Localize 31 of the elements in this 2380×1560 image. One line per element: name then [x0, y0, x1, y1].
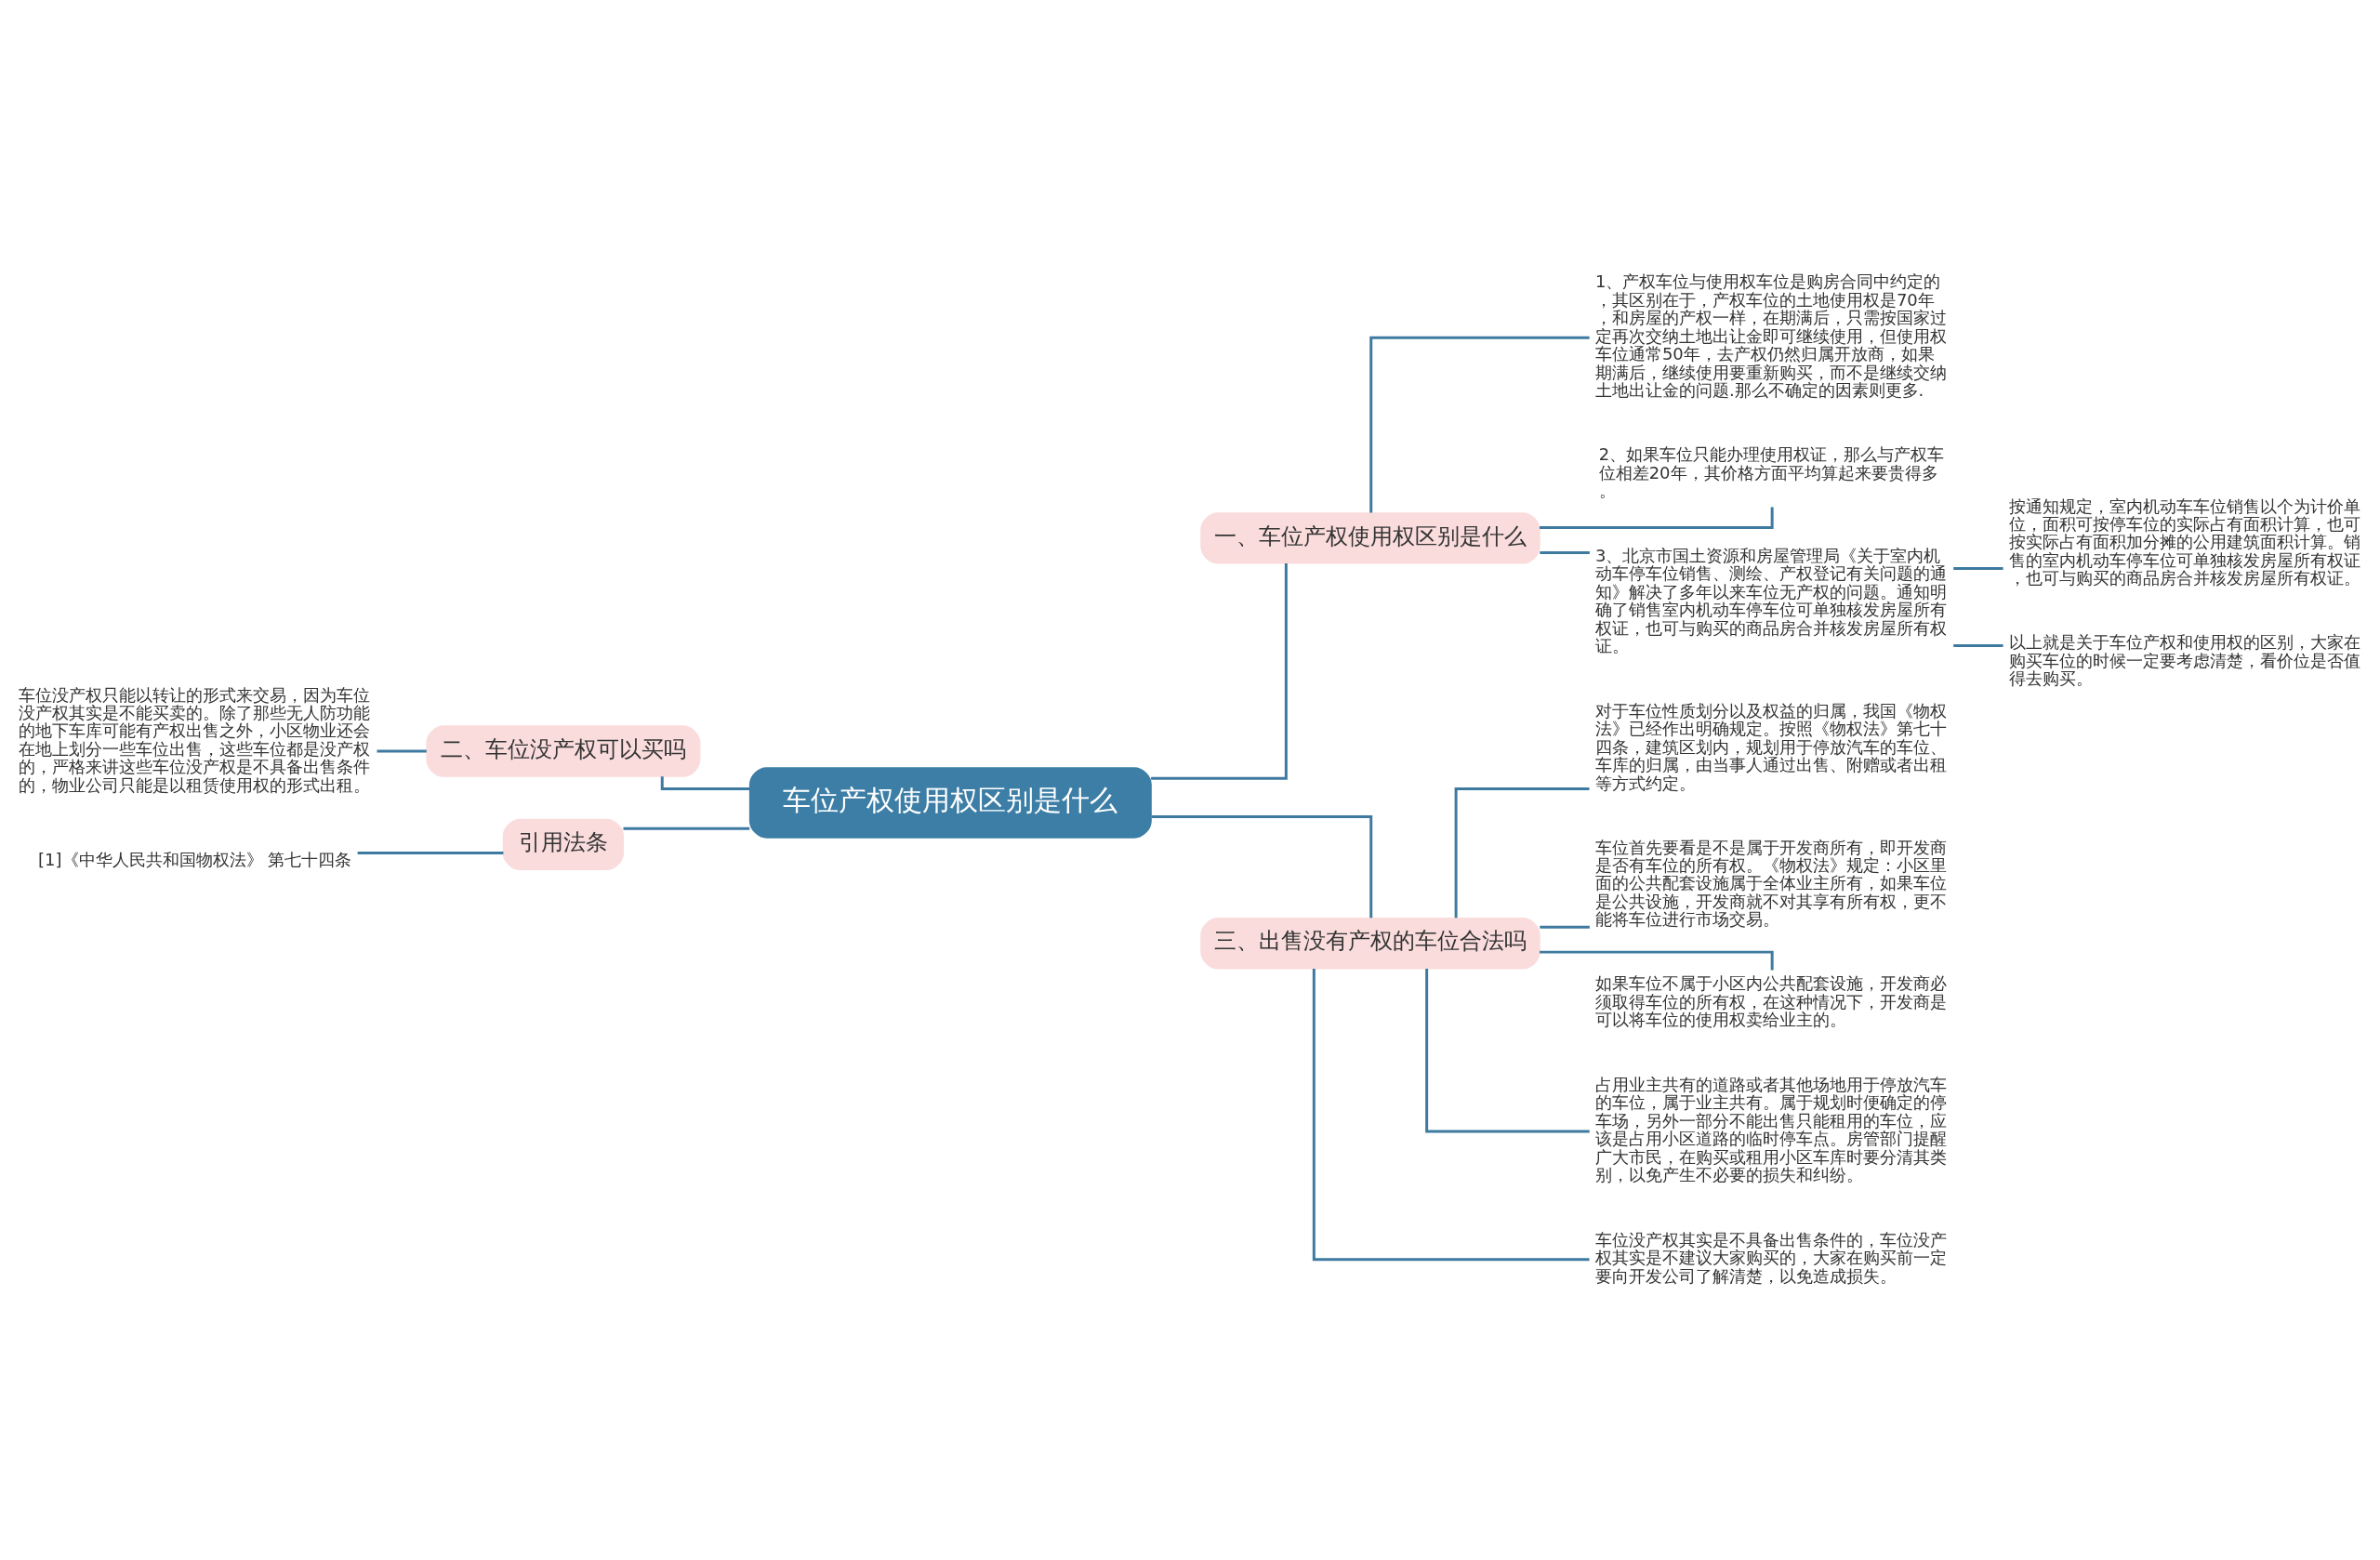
node-text: 按通知规定，室内机动车车位销售以个为计价单位，面积可按停车位的实际占有面积计算，也可按实际占有面积加分摊的公用建筑面积计算。销售的室内机动车停车位可单独核发房屋所有权证，也可与购买的商品房合并核发房屋所有权证。: [2008, 496, 2360, 588]
node-text: 2、如果车位只能办理使用权证，那么与产权车位相差20年，其价格方面平均算起来要贵得多。: [1598, 443, 1945, 500]
connector: [1540, 550, 1590, 554]
node-text: 如果车位不属于小区内公共配套设施，开发商必须取得车位的所有权，在这种情况下，开发商是可以将车位的使用权卖给业主的。: [1594, 972, 1947, 1029]
connector: [357, 851, 504, 854]
node-text: [1]《中华人民共和国物权法》 第七十四条: [38, 849, 352, 869]
node-text: 以上就是关于车位产权和使用权的区别，大家在购买车位的时候一定要考虑清楚，看价位是否值得去购买。: [2008, 631, 2360, 688]
node-text: 1、产权车位与使用权车位是购房合同中约定的，其区别在于，产权车位的土地使用权是70年，和房屋的产权一样，在期满后，只需按国家过定再次交纳土地出让金即可继续使用，但使用权车位通常50年，去产权仍然归属开放商，如果期满后，继续使用要重新购买，而不是继续交纳土地出让金的问题.那么不确定的因素则更多.: [1594, 271, 1947, 400]
connector: [1425, 968, 1590, 1132]
connector: [1312, 968, 1590, 1261]
connector: [1953, 566, 2003, 570]
connector: [660, 775, 750, 790]
node-text: 对于车位性质划分以及权益的归属，我国《物权法》已经作出明确规定。按照《物权法》第七十四条，建筑区划内，规划用于停放汽车的车位、车库的归属，由当事人通过出售、附赠或者出租等方式约定。: [1594, 700, 1947, 793]
node-text: 占用业主共有的道路或者其他场地用于停放汽车的车位，属于业主共有。属于规划时便确定的停车场，另外一部分不能出售只能租用的车位，应该是占用小区道路的临时停车点。房管部门提醒广大市民，在购买或租用小区车库时要分清其类别，以免产生不必要的损失和纠纷。: [1594, 1074, 1947, 1184]
connector: [1454, 787, 1590, 918]
node-box: 车位产权使用权区别是什么: [748, 766, 1152, 839]
connector: [1953, 643, 2003, 647]
node-box: 一、车位产权使用权区别是什么: [1200, 511, 1540, 564]
node-text: 车位没产权只能以转让的形式来交易，因为车位没产权其实是不能买卖的。除了那些无人防功能的地下车库可能有产权出售之外，小区物业还会在地上划分一些车位出售，这些车位都是没产权的，严格来讲这些车位没产权是不具备出售条件的，物业公司只能是以租赁使用权的形式出租。: [19, 684, 371, 795]
node-text: 车位首先要看是不是属于开发商所有，即开发商是否有车位的所有权。《物权法》规定：小区里面的公共配套设施属于全体业主所有，如果车位是公共设施，开发商就不对其享有所有权，更不能将车位进行市场交易。: [1594, 837, 1947, 929]
connector: [1369, 336, 1590, 513]
connector: [377, 749, 427, 753]
node-box: 引用法条: [502, 818, 625, 870]
connector: [1151, 814, 1373, 918]
connector: [623, 826, 750, 830]
node-box: 二、车位没产权可以买吗: [426, 724, 701, 777]
node-text: 3、北京市国土资源和房屋管理局《关于室内机动车停车位销售、测绘、产权登记有关问题的通知》解决了多年以来车位无产权的问题。通知明确了销售室内机动车停车位可单独核发房屋所有权证，也可与购买的商品房合并核发房屋所有权证。: [1594, 545, 1947, 655]
node-box: 三、出售没有产权的车位合法吗: [1200, 917, 1540, 969]
connector: [1540, 925, 1590, 929]
connector: [1151, 562, 1288, 780]
node-text: 车位没产权其实是不具备出售条件的，车位没产权其实是不建议大家购买的，大家在购买前一定要向开发公司了解清楚，以免造成损失。: [1594, 1229, 1947, 1286]
